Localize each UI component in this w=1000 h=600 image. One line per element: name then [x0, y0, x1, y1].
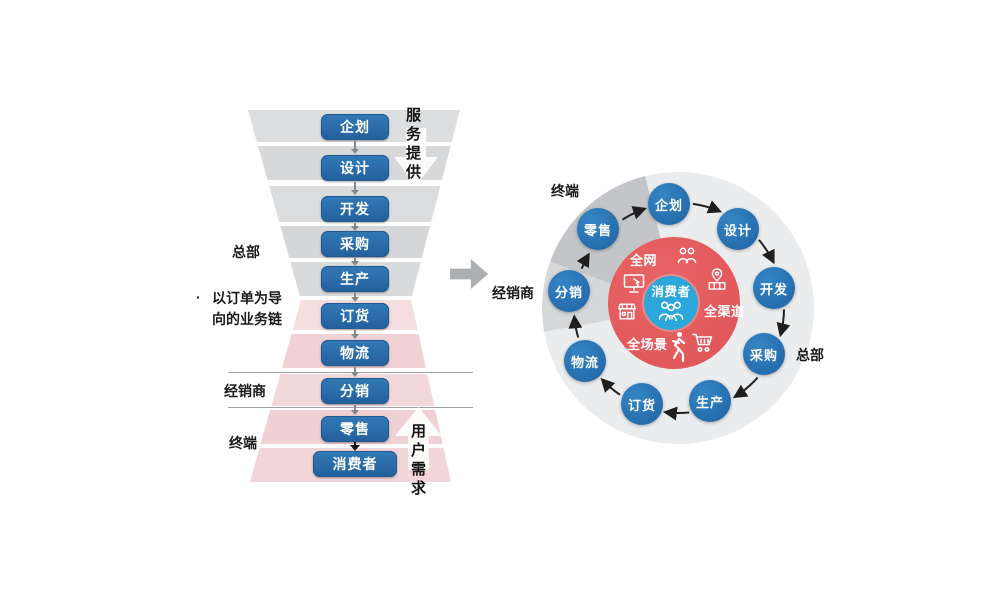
down-arrow-icon: [350, 442, 360, 451]
stage-box-logistics: 物流: [321, 340, 389, 366]
down-arrow-icon: [350, 258, 360, 266]
label-all-network: 全网: [630, 253, 658, 268]
stage-box-consumer: 消费者: [313, 451, 397, 477]
down-arrow-icon: [350, 223, 360, 231]
runner-icon: [668, 330, 688, 365]
cycle-label-distributor: 经销商: [492, 285, 534, 301]
stage-box-ordering: 订货: [321, 303, 389, 329]
cycle-node-planning: 企划: [648, 183, 690, 225]
zone-divider-line: [228, 407, 473, 408]
stage-box-production: 生产: [321, 266, 389, 292]
down-arrow-icon: [350, 330, 360, 339]
consumer-label: 消费者: [651, 284, 691, 299]
stage-box-development: 开发: [321, 196, 389, 222]
down-arrow-icon: [350, 141, 360, 154]
cycle-node-design: 设计: [717, 208, 759, 250]
stage-box-retail: 零售: [321, 416, 389, 442]
storefront-icon: [616, 300, 638, 323]
cycle-label-terminal: 终端: [551, 183, 579, 199]
cycle-node-logistics: 物流: [564, 340, 606, 382]
omnichannel-cycle: 全网 全渠道 全场景: [540, 168, 820, 448]
store-pin-icon: [706, 266, 728, 292]
consumer-center: 消费者: [644, 276, 698, 330]
stage-box-design: 设计: [321, 155, 389, 181]
zone-divider-line: [228, 372, 473, 373]
down-arrow-icon: [350, 405, 360, 415]
down-arrow-icon: [350, 367, 360, 377]
cycle-node-procurement: 采购: [743, 333, 785, 375]
cart-icon: [691, 331, 715, 353]
cycle-label-headquarters: 总部: [796, 347, 824, 363]
stage-box-distribution: 分销: [321, 378, 389, 404]
service-flow-label: 服务提供: [404, 107, 421, 183]
zone-label-distributor: 经销商: [224, 383, 266, 399]
stage-box-planning: 企划: [321, 114, 389, 140]
cycle-node-retail: 零售: [577, 208, 619, 250]
cycle-node-ordering: 订货: [621, 383, 663, 425]
label-all-scene: 全场景: [627, 337, 668, 352]
zone-label-headquarters: 总部: [232, 244, 260, 260]
down-arrow-icon: [350, 182, 360, 195]
cycle-node-development: 开发: [753, 267, 795, 309]
cycle-flow-arrows: [568, 200, 791, 421]
users-icon: [675, 244, 699, 268]
stage-box-procurement: 采购: [321, 231, 389, 257]
funnel-caption: 以订单为导向的业务链: [212, 290, 282, 327]
right-arrow-icon: [450, 259, 488, 289]
caption-bullet: ·: [196, 289, 201, 305]
zone-label-terminal: 终端: [229, 435, 257, 451]
monitor-icon: [621, 271, 647, 295]
cycle-node-distribution: 分销: [548, 270, 590, 312]
down-arrow-icon: [350, 293, 360, 302]
cycle-node-production: 生产: [689, 380, 731, 422]
consumer-group-icon: [656, 300, 686, 326]
demand-flow-label: 用户需求: [409, 423, 426, 499]
label-all-channel: 全渠道: [704, 304, 745, 319]
